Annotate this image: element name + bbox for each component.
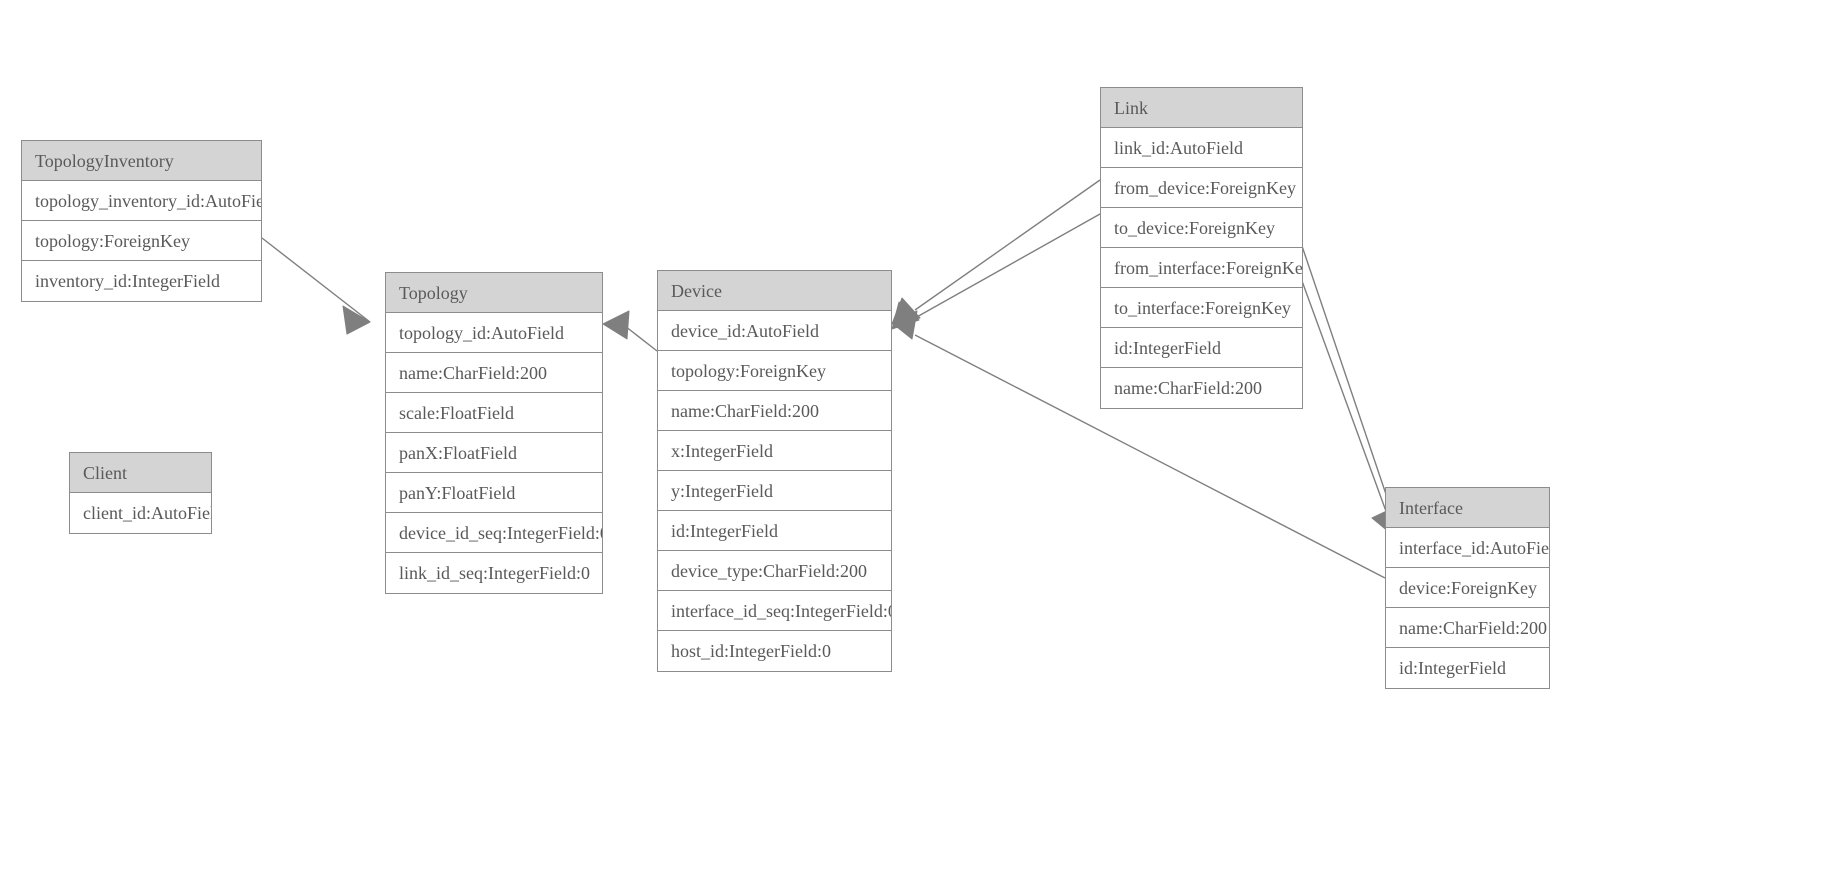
arrowhead-icon <box>891 310 918 340</box>
entity-field: interface_id:AutoField <box>1386 528 1549 568</box>
entity-field: name:CharField:200 <box>658 391 891 431</box>
relationship-line <box>914 213 1101 319</box>
entity-field: host_id:IntegerField:0 <box>658 631 891 671</box>
entity-title-client: Client <box>70 453 211 493</box>
entity-field: scale:FloatField <box>386 393 602 433</box>
entity-field: topology:ForeignKey <box>22 221 261 261</box>
entity-field: id:IntegerField <box>658 511 891 551</box>
entity-field: name:CharField:200 <box>386 353 602 393</box>
arrowhead-icon <box>602 310 630 340</box>
entity-field: client_id:AutoField <box>70 493 211 533</box>
entity-field: from_interface:ForeignKey <box>1101 248 1302 288</box>
relationship-line <box>1301 245 1393 513</box>
entity-field: id:IntegerField <box>1386 648 1549 688</box>
entity-field: interface_id_seq:IntegerField:0 <box>658 591 891 631</box>
entity-field: panY:FloatField <box>386 473 602 513</box>
entity-field: x:IntegerField <box>658 431 891 471</box>
entity-field: to_device:ForeignKey <box>1101 208 1302 248</box>
entity-field: y:IntegerField <box>658 471 891 511</box>
entity-field: topology:ForeignKey <box>658 351 891 391</box>
entity-field: link_id_seq:IntegerField:0 <box>386 553 602 593</box>
arrowhead-icon <box>891 301 920 330</box>
relationship-line <box>1301 280 1388 515</box>
entity-title-link: Link <box>1101 88 1302 128</box>
arrowhead-icon <box>342 305 371 335</box>
entity-field: name:CharField:200 <box>1101 368 1302 408</box>
relationship-line <box>261 237 371 323</box>
entity-field: name:CharField:200 <box>1386 608 1549 648</box>
entity-field: link_id:AutoField <box>1101 128 1302 168</box>
relationship-link-to_device-to-device <box>891 213 1101 330</box>
relationship-line <box>624 325 658 352</box>
entity-field: from_device:ForeignKey <box>1101 168 1302 208</box>
relationship-line <box>914 179 1101 311</box>
relationship-link-to_interface-to-interface <box>1301 280 1396 538</box>
entity-field: device_type:CharField:200 <box>658 551 891 591</box>
entity-title-topology: Topology <box>386 273 602 313</box>
entity-field: device_id:AutoField <box>658 311 891 351</box>
entity-field: topology_inventory_id:AutoField <box>22 181 261 221</box>
entity-field: to_interface:ForeignKey <box>1101 288 1302 328</box>
entity-title-topologyinventory: TopologyInventory <box>22 141 261 181</box>
entity-field: device_id_seq:IntegerField:0 <box>386 513 602 553</box>
relationship-device-to-topology <box>602 310 658 352</box>
entity-field: inventory_id:IntegerField <box>22 261 261 301</box>
entity-title-interface: Interface <box>1386 488 1549 528</box>
relationship-link-from_device-to-device <box>891 179 1101 325</box>
relationship-topologyinventory-to-topology <box>261 237 371 335</box>
entity-field: id:IntegerField <box>1101 328 1302 368</box>
entity-field: device:ForeignKey <box>1386 568 1549 608</box>
arrowhead-icon <box>891 297 921 325</box>
entity-title-device: Device <box>658 271 891 311</box>
entity-field: topology_id:AutoField <box>386 313 602 353</box>
entity-field: panX:FloatField <box>386 433 602 473</box>
